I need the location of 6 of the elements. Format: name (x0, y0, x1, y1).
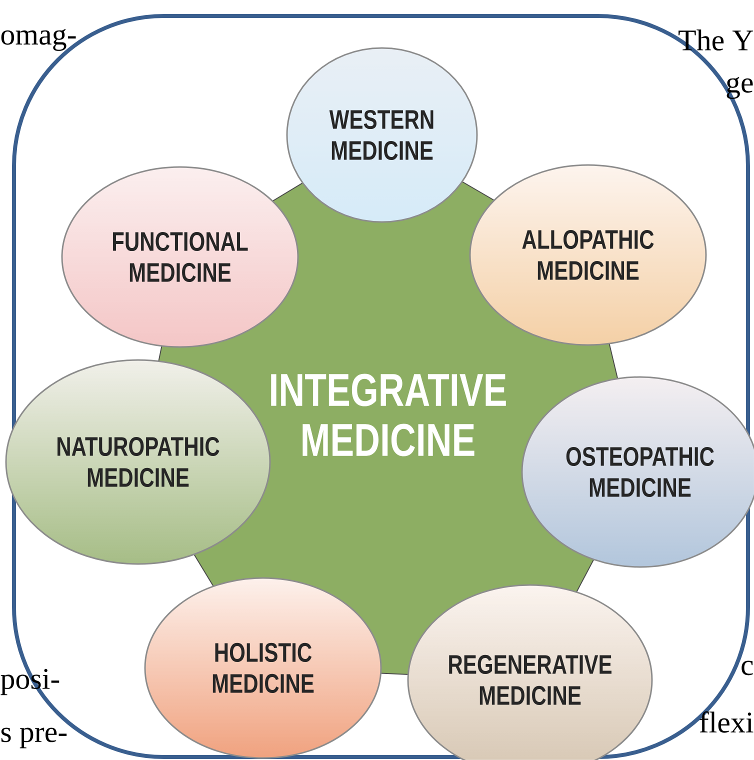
page-text: c (742, 660, 753, 676)
page-text: ge (726, 77, 753, 99)
page-text: flexi (700, 711, 754, 733)
page-text: s pre- (1, 728, 67, 748)
page-text: omag- (1, 29, 76, 51)
page-text: The Y (678, 29, 754, 51)
